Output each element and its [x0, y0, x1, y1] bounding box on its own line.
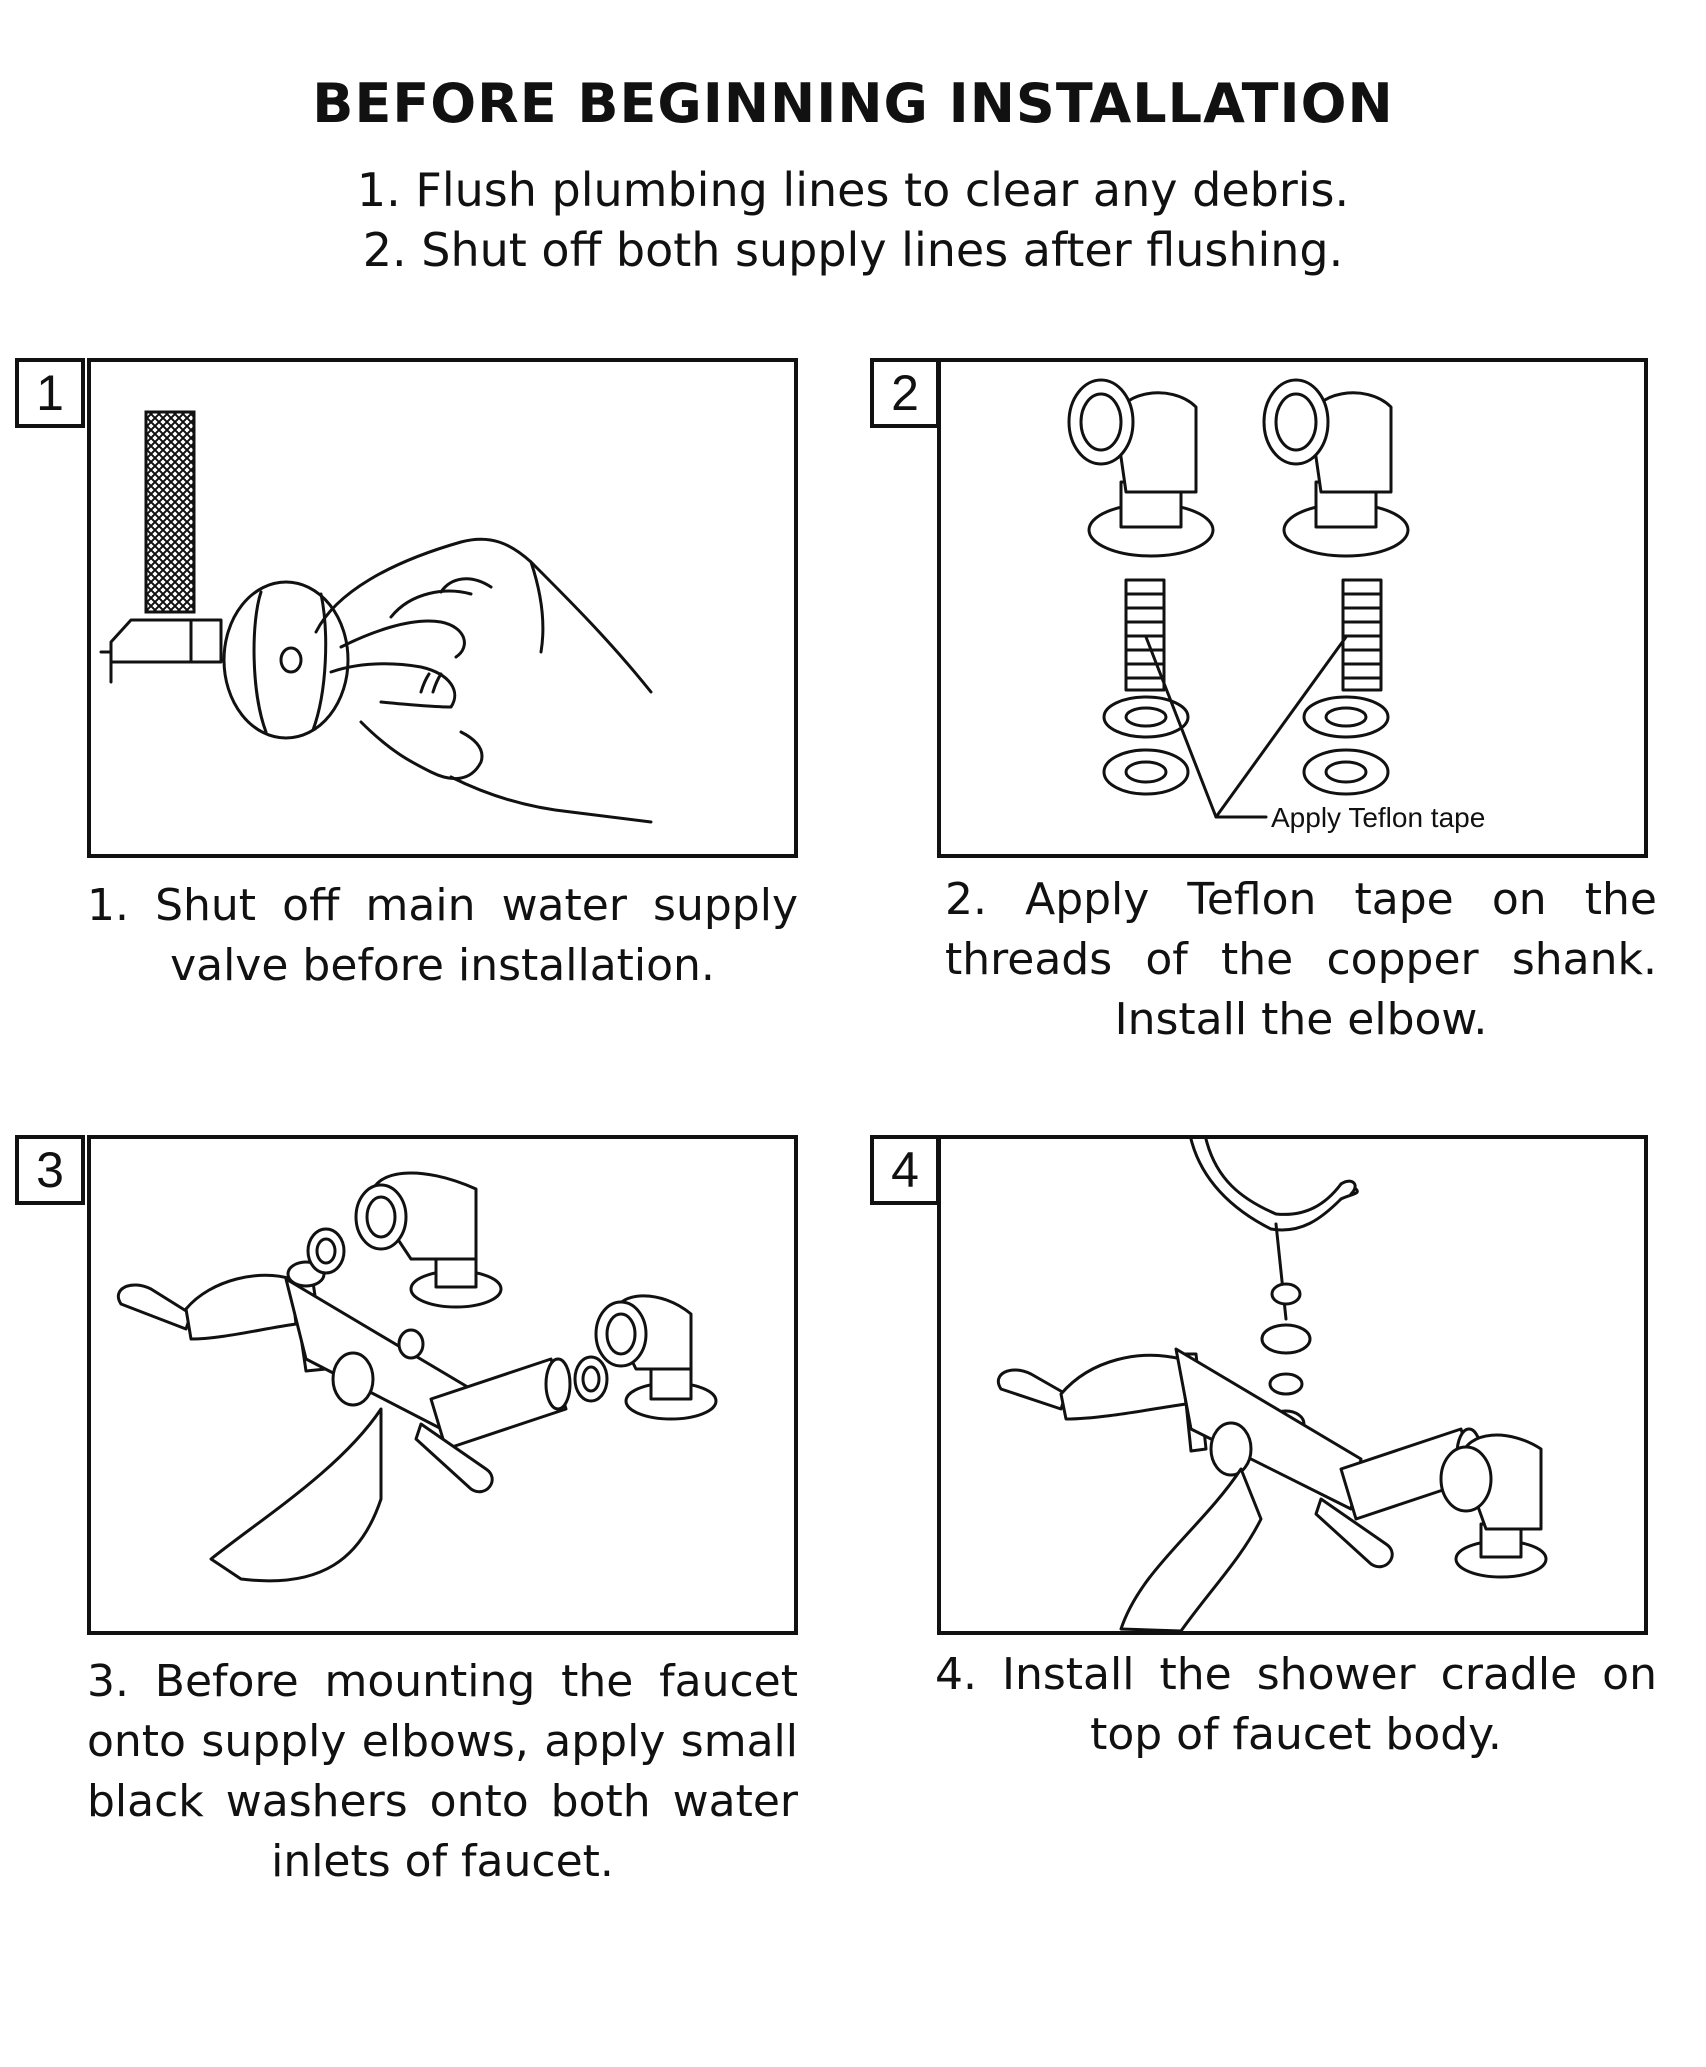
- elbow-assembly-right: [1262, 378, 1410, 796]
- step-3-caption: 3. Before mounting the faucet onto suppl…: [87, 1656, 798, 1887]
- step-2-caption: 2. Apply Teflon tape on the threads of t…: [945, 874, 1657, 1045]
- teflon-callout: Apply Teflon tape: [1271, 802, 1485, 833]
- step-3-illustration: [87, 1135, 798, 1635]
- elbow-shank-drawing: Apply Teflon tape: [1067, 378, 1485, 833]
- step-1-number: 1: [15, 358, 85, 428]
- valve-hand-drawing: [99, 410, 653, 824]
- faucet-washers-drawing: [117, 1171, 718, 1583]
- pre-step-2: 2. Shut off both supply lines after flus…: [362, 223, 1344, 277]
- valve-knob: [222, 580, 350, 740]
- elbow-assembly-left: [1067, 378, 1215, 796]
- hand-outline: [314, 537, 653, 694]
- step-2-number: 2: [870, 358, 940, 428]
- callout-leader: [1144, 635, 1348, 819]
- step-4-caption: 4. Install the shower cradle on top of f…: [935, 1649, 1657, 1760]
- shower-cradle-drawing: [997, 1139, 1548, 1631]
- step-1-illustration: [87, 358, 798, 858]
- braided-hose: [144, 410, 196, 614]
- pre-install-steps: 1. Flush plumbing lines to clear any deb…: [0, 160, 1706, 280]
- step-3-number: 3: [15, 1135, 85, 1205]
- step-2-illustration: Apply Teflon tape: [937, 358, 1648, 858]
- step-1-caption: 1. Shut off main water supply valve befo…: [87, 880, 798, 991]
- page-title: BEFORE BEGINNING INSTALLATION: [312, 72, 1394, 135]
- step-4-illustration: [937, 1135, 1648, 1635]
- shower-cradle: [1189, 1139, 1343, 1232]
- pre-step-1: 1. Flush plumbing lines to clear any deb…: [356, 163, 1350, 217]
- step-4-number: 4: [870, 1135, 940, 1205]
